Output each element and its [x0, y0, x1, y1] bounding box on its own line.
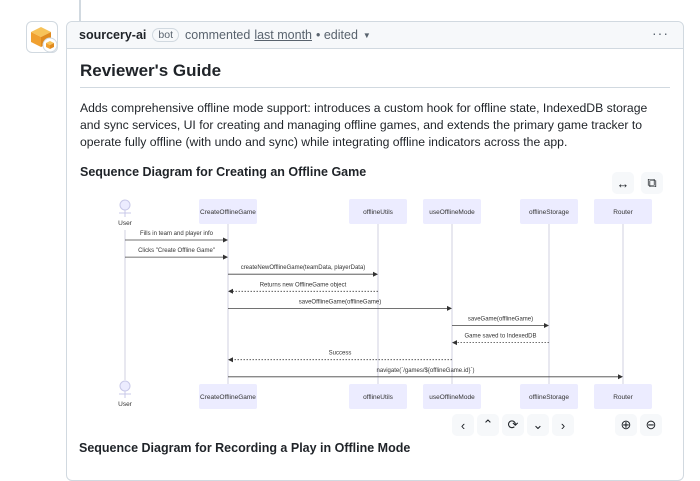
message-arrow: navigate(`/games/${offlineGame.id}`): [228, 368, 623, 380]
participant-label: offlineStorage: [529, 394, 569, 401]
participant-box: useOfflineMode: [423, 384, 481, 409]
section-heading-record: Sequence Diagram for Recording a Play in…: [79, 441, 411, 455]
pan-down-button[interactable]: ⌄: [527, 414, 549, 436]
participant-box: CreateOfflineGame: [199, 199, 257, 224]
message-arrow: Game saved to IndexedDB: [452, 334, 549, 346]
message-label: Success: [329, 351, 352, 357]
participant-box: useOfflineMode: [423, 199, 481, 224]
expand-button[interactable]: ↔: [612, 172, 634, 194]
bot-badge: bot: [152, 28, 180, 42]
participant-label: offlineStorage: [529, 209, 569, 216]
participant-label: CreateOfflineGame: [200, 394, 256, 401]
participant-label: useOfflineMode: [429, 394, 475, 401]
section-heading-create: Sequence Diagram for Creating an Offline…: [80, 165, 367, 179]
pan-right-button[interactable]: ›: [552, 414, 574, 436]
participant-box: offlineUtils: [349, 199, 407, 224]
guide-summary: Adds comprehensive offline mode support:…: [80, 101, 648, 149]
message-arrow: saveOfflineGame(offlineGame): [228, 299, 452, 311]
pan-up-button[interactable]: ⌃: [477, 414, 499, 436]
message-label: Clicks "Create Offline Game": [138, 248, 215, 254]
chevron-down-icon[interactable]: ▼: [362, 30, 371, 40]
message-label: createNewOfflineGame(teamData, playerDat…: [241, 265, 366, 271]
participant-label: offlineUtils: [363, 209, 394, 216]
message-arrow: Clicks "Create Offline Game": [125, 248, 228, 260]
edited-dropdown[interactable]: • edited: [316, 28, 358, 42]
comment-header: sourcery-ai bot commented last month • e…: [67, 22, 683, 49]
participant-box: Router: [594, 384, 652, 409]
message-arrow: Returns new OfflineGame object: [228, 282, 378, 294]
message-arrow: Fills in team and player info: [125, 231, 228, 243]
participant-box: Router: [594, 199, 652, 224]
participant-box: offlineStorage: [520, 199, 578, 224]
reset-view-button[interactable]: ⟳: [502, 414, 524, 436]
participant-box: offlineStorage: [520, 384, 578, 409]
participant-label: CreateOfflineGame: [200, 209, 256, 216]
message-label: navigate(`/games/${offlineGame.id}`): [377, 368, 475, 374]
guide-title: Reviewer's Guide: [80, 61, 670, 88]
message-label: Returns new OfflineGame object: [260, 282, 347, 288]
pan-left-button[interactable]: ‹: [452, 414, 474, 436]
message-arrow: Success: [228, 351, 452, 363]
copy-button[interactable]: ⧉: [641, 172, 663, 194]
action-text: commented: [185, 28, 251, 42]
avatar[interactable]: [26, 21, 58, 53]
participant-label: offlineUtils: [363, 394, 394, 401]
zoom-out-button[interactable]: ⊖: [640, 414, 662, 436]
message-arrow: saveGame(offlineGame): [452, 317, 549, 328]
author-link[interactable]: sourcery-ai: [79, 28, 147, 42]
participant-box: offlineUtils: [349, 384, 407, 409]
message-label: saveOfflineGame(offlineGame): [299, 299, 381, 305]
message-arrow: createNewOfflineGame(teamData, playerDat…: [228, 265, 378, 277]
message-label: saveGame(offlineGame): [468, 317, 533, 323]
message-label: Game saved to IndexedDB: [464, 334, 536, 340]
participant-label: Router: [613, 209, 633, 216]
actor-user: User: [118, 199, 133, 227]
more-options-button[interactable]: ···: [652, 25, 669, 41]
participant-box: CreateOfflineGame: [199, 384, 257, 409]
timeline-line: [79, 0, 81, 22]
timestamp-link[interactable]: last month: [254, 28, 312, 42]
actor-user: User: [118, 380, 133, 408]
zoom-in-button[interactable]: ⊕: [615, 414, 637, 436]
participant-label: useOfflineMode: [429, 209, 475, 216]
message-label: Fills in team and player info: [140, 231, 214, 237]
comment-box: sourcery-ai bot commented last month • e…: [66, 21, 684, 481]
actor-label: User: [118, 220, 133, 227]
participant-label: Router: [613, 394, 633, 401]
sequence-diagram: UserUserCreateOfflineGameCreateOfflineGa…: [118, 199, 652, 409]
actor-label: User: [118, 401, 133, 408]
